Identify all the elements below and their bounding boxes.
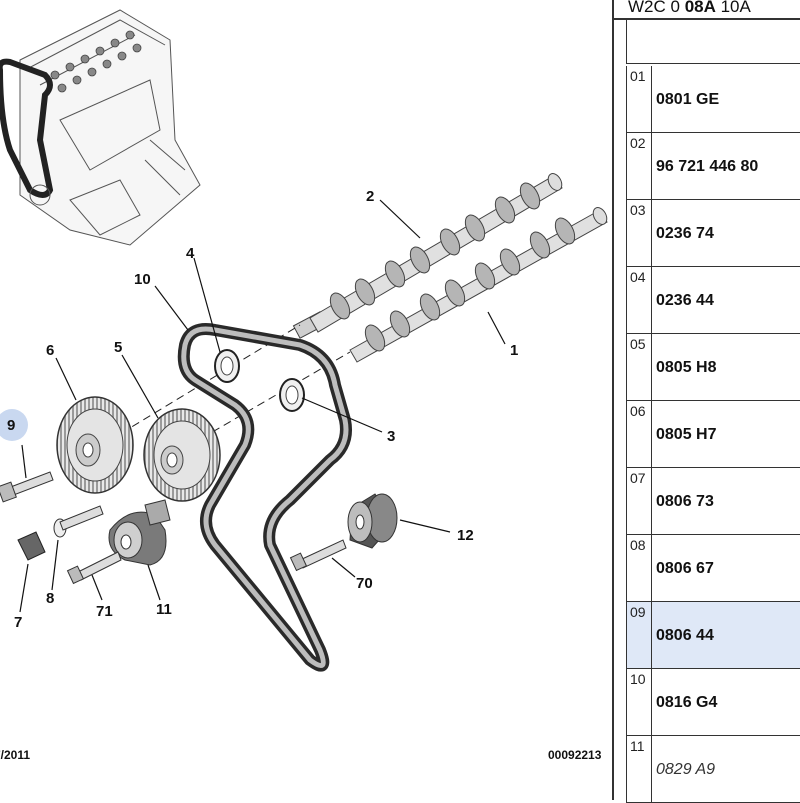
callout-2[interactable]: 2 (366, 188, 374, 205)
reference-row-code: 0801 GE (656, 91, 720, 108)
reference-row-number: 05 (627, 334, 652, 400)
callout-1[interactable]: 1 (510, 342, 518, 359)
bolt-9 (0, 471, 54, 503)
reference-row-code: 0806 44 (656, 627, 714, 644)
callout-70[interactable]: 70 (356, 575, 373, 592)
bolt-70 (289, 539, 347, 572)
reference-row-number: 10 (627, 669, 652, 735)
timing-belt (177, 323, 352, 672)
header-text-a: W2C 0 (628, 0, 685, 16)
footer-code: 00092213 (548, 748, 602, 762)
reference-row-code: 0805 H7 (656, 426, 717, 443)
reference-row-number: 09 (627, 602, 652, 668)
reference-row-code: 0816 G4 (656, 694, 718, 711)
reference-row-number: 04 (627, 267, 652, 333)
leader-lines (19, 199, 506, 613)
reference-row-code: 0805 H8 (656, 359, 717, 376)
bolt-8 (53, 505, 104, 538)
footer-date: 7/2011 (0, 748, 30, 762)
reference-row-code: 0806 73 (656, 493, 714, 510)
reference-row-number: 06 (627, 401, 652, 467)
callout-7[interactable]: 7 (14, 614, 22, 631)
seal-ring-3 (279, 378, 305, 412)
callout-3[interactable]: 3 (387, 428, 395, 445)
callout-5[interactable]: 5 (114, 339, 122, 356)
callout-12[interactable]: 12 (457, 527, 474, 544)
callout-10[interactable]: 10 (134, 271, 151, 288)
reference-row-number: 01 (627, 66, 652, 132)
seal-ring-4 (214, 349, 240, 383)
reference-row-number: 03 (627, 200, 652, 266)
alignment-lines (109, 324, 351, 446)
tensioner-11 (108, 499, 171, 566)
header-text-b: 08A (684, 0, 716, 16)
reference-row-number: 11 (627, 736, 652, 802)
reference-header: W2C 0 08A 10A (614, 0, 800, 20)
bolt-71 (66, 551, 122, 585)
reference-subheader (626, 20, 800, 64)
reference-row-code: 0236 44 (656, 292, 714, 309)
reference-row-code: 96 721 446 80 (656, 158, 759, 175)
camshaft-intake (349, 207, 608, 363)
callout-8[interactable]: 8 (46, 590, 54, 607)
reference-row-code: 0806 67 (656, 560, 714, 577)
cap-7 (17, 531, 46, 561)
camshaft-sprocket-6 (56, 396, 134, 494)
reference-row-number: 08 (627, 535, 652, 601)
reference-row-code: 0829 A9 (656, 761, 716, 778)
callout-9[interactable]: 9 (7, 417, 15, 434)
callout-9-highlight (0, 409, 28, 441)
timing-belt-diagram: 1 2 3 4 5 6 7 8 9 10 11 12 70 71 7/2011 … (0, 9, 608, 762)
reference-row-number: 02 (627, 133, 652, 199)
callout-11[interactable]: 11 (156, 601, 172, 618)
callout-4[interactable]: 4 (186, 245, 195, 262)
camshaft-sprocket-5 (143, 408, 221, 502)
engine-thumbnail (0, 9, 201, 246)
header-text-c: 10A (715, 0, 751, 16)
callout-71[interactable]: 71 (96, 603, 113, 620)
reference-row-code: 0236 74 (656, 225, 714, 242)
callout-6[interactable]: 6 (46, 342, 54, 359)
reference-row-number: 07 (627, 468, 652, 534)
callout-labels: 1 2 3 4 5 6 7 8 9 10 11 12 70 71 (7, 188, 518, 631)
idler-roller-12 (347, 493, 398, 549)
camshaft-exhaust (292, 173, 563, 339)
